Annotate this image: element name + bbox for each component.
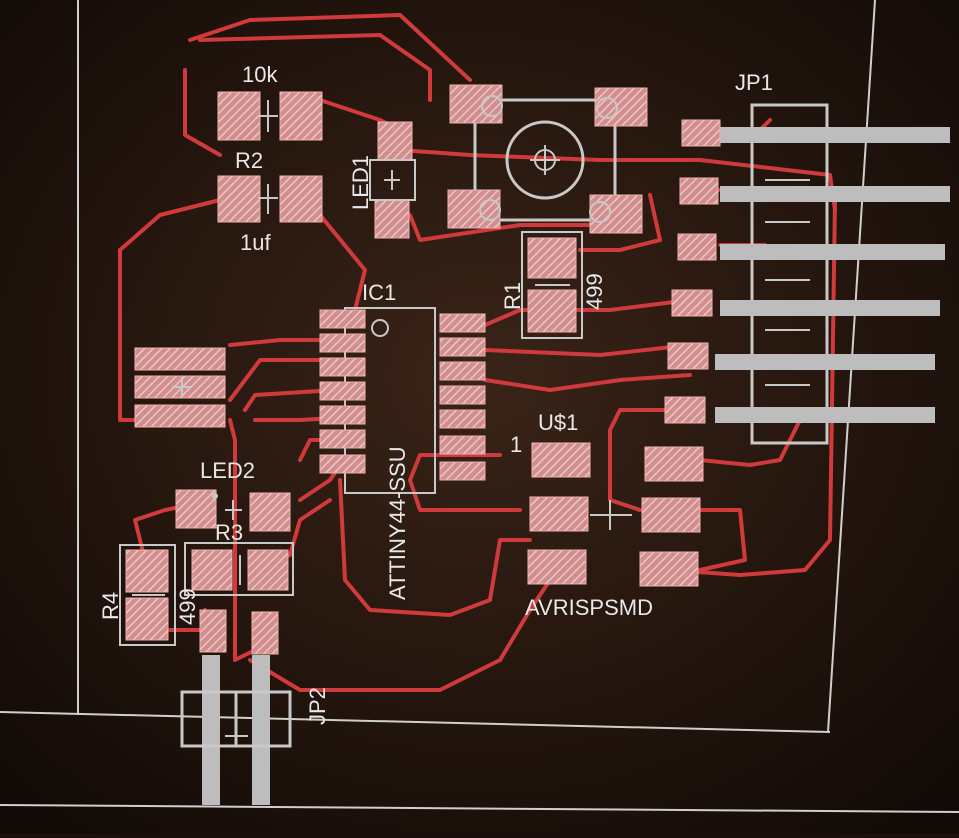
r1-ref-label: R1 bbox=[500, 282, 525, 310]
us1-ref-label: U$1 bbox=[538, 410, 578, 435]
jp1-pin-5 bbox=[715, 354, 935, 370]
ic1-part-label: ATTINY44-SSU bbox=[385, 446, 410, 600]
jp1-pin-2 bbox=[720, 186, 950, 202]
left-3pin-header bbox=[134, 347, 226, 428]
r1-resistor: R1 499 bbox=[500, 231, 607, 339]
c1-value-label: 1uf bbox=[240, 230, 271, 255]
avrisp-connector: U$1 1 AVRISPSMD bbox=[510, 410, 704, 620]
r3-resistor: R3 bbox=[184, 520, 294, 596]
ic1-attiny44: IC1 ATTINY44-SSU bbox=[319, 280, 486, 600]
led2: LED2 bbox=[175, 458, 291, 532]
r1-value-label: 499 bbox=[582, 273, 607, 310]
jp1-header: JP1 bbox=[664, 70, 950, 445]
ic1-ref-label: IC1 bbox=[362, 280, 396, 305]
r3-label: R3 bbox=[215, 520, 243, 545]
r4-resistor: R4 499 bbox=[98, 544, 200, 646]
jp1-label: JP1 bbox=[735, 70, 773, 95]
jp2-header: JP2 bbox=[180, 609, 330, 805]
c1-capacitor: 1uf bbox=[217, 175, 323, 255]
r4-ref-label: R4 bbox=[98, 592, 123, 620]
jp1-pin-1 bbox=[720, 127, 950, 143]
r2-value-label: 10k bbox=[242, 62, 278, 87]
jp1-pin-3 bbox=[720, 244, 945, 260]
us1-pin1-label: 1 bbox=[510, 432, 522, 457]
jp1-pin-6 bbox=[715, 407, 935, 423]
led1-label: LED1 bbox=[348, 155, 373, 210]
avrisp-label: AVRISPSMD bbox=[525, 595, 653, 620]
led1: LED1 bbox=[348, 121, 416, 239]
r2-resistor: 10k R2 bbox=[217, 62, 323, 173]
pushbutton-switch bbox=[447, 84, 648, 234]
jp2-label: JP2 bbox=[305, 687, 330, 725]
jp2-pin-1 bbox=[202, 655, 220, 805]
r2-ref-label: R2 bbox=[235, 148, 263, 173]
jp2-pin-2 bbox=[252, 655, 270, 805]
led2-label: LED2 bbox=[200, 458, 255, 483]
r4-value-label: 499 bbox=[175, 588, 200, 625]
jp1-pin-4 bbox=[720, 300, 940, 316]
